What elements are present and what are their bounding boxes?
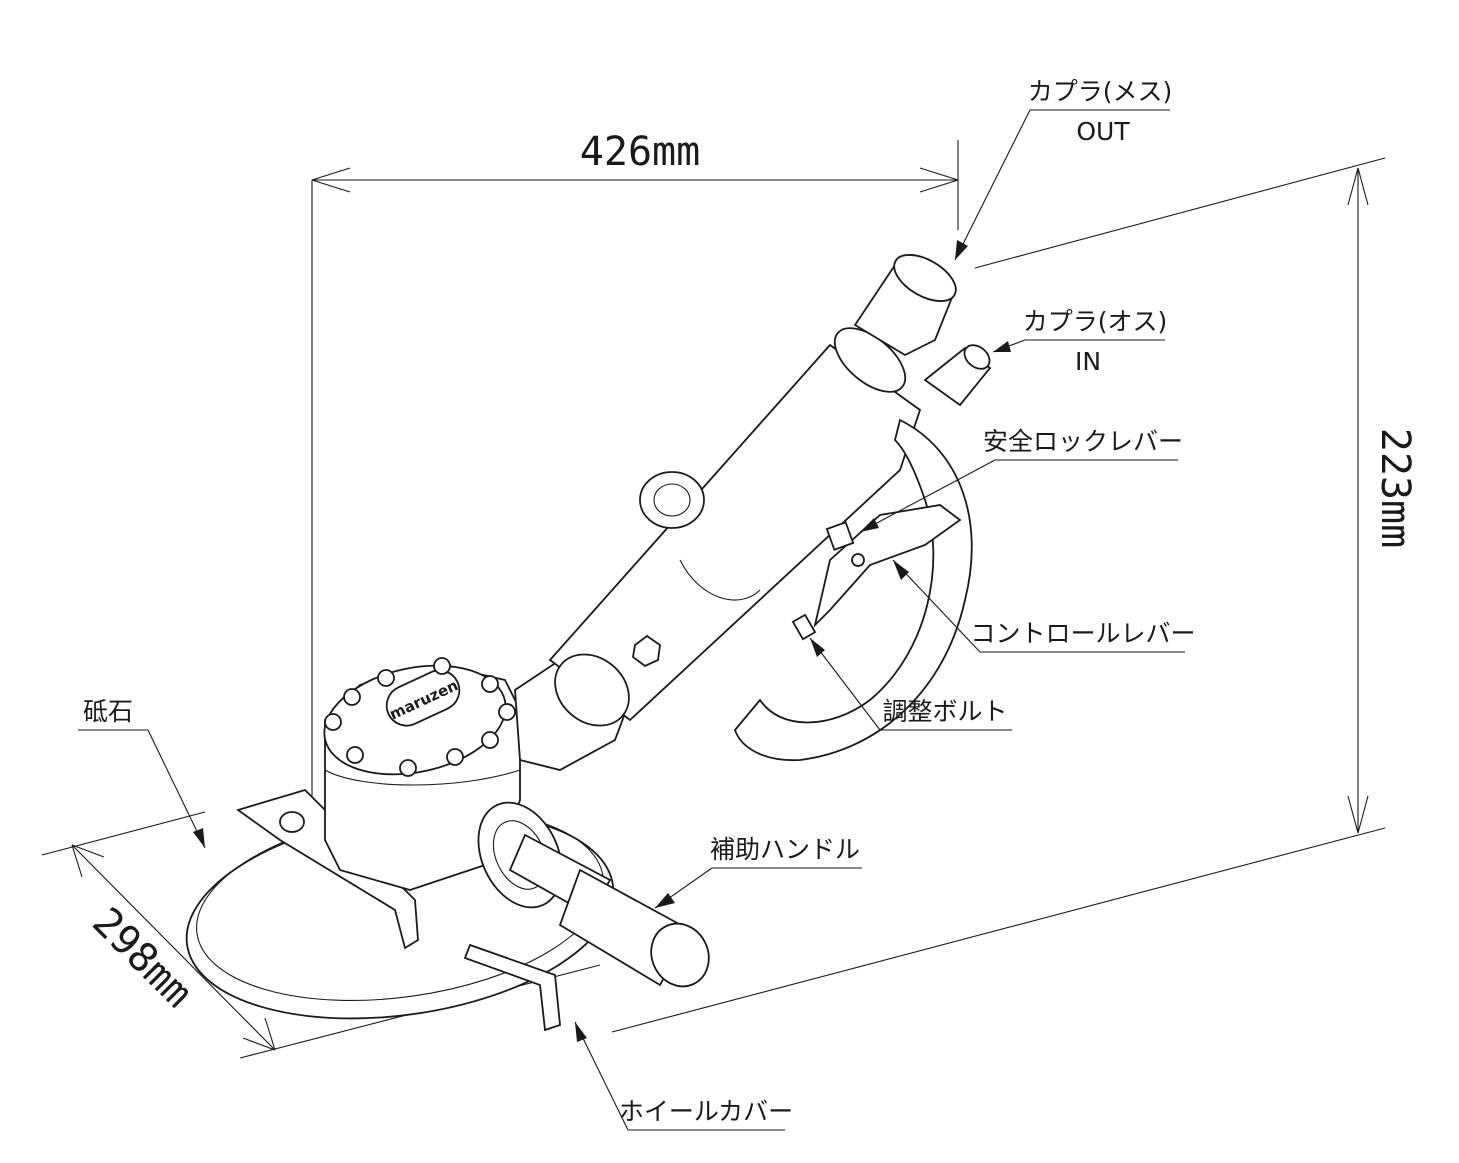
label-control-lever: コントロールレバー: [970, 619, 1195, 648]
label-wheel-cover: ホイールカバー: [619, 1097, 793, 1126]
callout-safety-lock-lever: 安全ロックレバー: [859, 427, 1183, 533]
adjust-bolt: [791, 613, 817, 641]
callout-grinding-wheel: 砥石: [78, 697, 206, 849]
label-coupler-male: カプラ(オス): [1023, 307, 1168, 336]
gear-head: maruzen: [323, 664, 521, 891]
label-coupler-female: カプラ(メス): [1028, 77, 1173, 106]
aux-handle: [477, 801, 710, 988]
dimension-426: 426mm: [311, 129, 959, 860]
callout-adjust-bolt: 調整ボルト: [809, 637, 1012, 731]
label-grinding-wheel: 砥石: [83, 697, 133, 726]
callout-wheel-cover: ホイールカバー: [574, 1021, 793, 1131]
control-lever: [813, 504, 962, 628]
head-bolts: [324, 657, 516, 777]
label-coupler-male-sub: IN: [1075, 347, 1101, 376]
dim-length-text: 426mm: [580, 129, 700, 175]
callout-coupler-male: カプラ(オス) IN: [992, 307, 1168, 376]
label-coupler-female-sub: OUT: [1076, 117, 1130, 146]
callout-control-lever: コントロールレバー: [892, 559, 1196, 653]
callout-coupler-female: カプラ(メス) OUT: [954, 77, 1173, 261]
wheel-cover: [235, 788, 561, 1032]
callout-aux-handle: 補助ハンドル: [654, 835, 862, 909]
motor-housing: [514, 327, 922, 771]
label-aux-handle: 補助ハンドル: [710, 835, 860, 864]
dim-height-text: 223mm: [1372, 428, 1418, 548]
label-safety-lock-lever: 安全ロックレバー: [983, 427, 1183, 456]
label-adjust-bolt: 調整ボルト: [882, 697, 1007, 726]
coupler-female: [853, 254, 957, 357]
coupler-male: [923, 344, 992, 407]
dimension-223: 223mm: [611, 157, 1418, 1033]
